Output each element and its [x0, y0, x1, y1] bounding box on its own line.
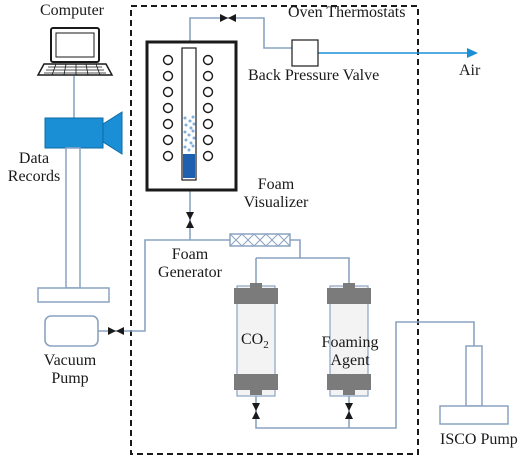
oven-thermostats-label: Oven Thermostats [288, 4, 406, 21]
co2-subscript: 2 [263, 339, 269, 352]
valve-co2 [252, 403, 260, 411]
vacuum-pump-line2: Pump [51, 370, 89, 387]
co2-cylinder [234, 283, 278, 397]
foaming-agent-line1: Foaming [321, 334, 379, 351]
computer-label: Computer [40, 2, 104, 19]
foam-visualizer [145, 40, 238, 192]
back-pressure-valve-label: Back Pressure Valve [248, 67, 380, 84]
air-label: Air [459, 62, 481, 79]
pipe-co2-bottom [255, 396, 349, 429]
oven-thermostat-boundary [130, 5, 419, 455]
foam-generator-line1: Foam [171, 246, 209, 263]
foam-generator-label: Foam Generator [150, 246, 230, 282]
valve-visualizer-bottom [186, 212, 194, 220]
co2-main: CO [241, 331, 264, 348]
foam-generator [229, 233, 291, 247]
computer-laptop [36, 27, 114, 76]
pipe-generator-to-agent [290, 239, 350, 286]
isco-pump-label: ISCO Pump [440, 431, 518, 448]
foam-visualizer-label: Foam Visualizer [236, 176, 316, 212]
data-records-label: Data Records [4, 150, 64, 186]
data-records-line2: Records [7, 168, 61, 185]
vacuum-pump-label: Vacuum Pump [30, 352, 110, 388]
valve-vacuum [108, 327, 116, 335]
back-pressure-valve-box [291, 39, 319, 67]
pipe-visualizer-to-bpv [189, 17, 292, 49]
pipelines [73, 17, 475, 429]
co2-label: CO2 [241, 331, 269, 354]
valve-top [220, 14, 228, 22]
isco-pump [439, 345, 509, 425]
pipe-to-isco [349, 321, 475, 429]
foam-visualizer-line1: Foam [257, 176, 295, 193]
foaming-agent-cylinder [327, 283, 371, 397]
data-recorder [37, 111, 123, 303]
foaming-agent-line2: Agent [330, 352, 370, 369]
foam-generator-line2: Generator [158, 264, 222, 281]
foam-visualizer-line2: Visualizer [243, 194, 309, 211]
foaming-agent-label: Foaming Agent [300, 334, 400, 370]
vacuum-pump-body [44, 315, 99, 347]
valve-agent [345, 403, 353, 411]
data-records-line1: Data [18, 150, 50, 167]
valves [108, 14, 353, 419]
air-outlet-arrow [318, 48, 478, 58]
vacuum-pump-line1: Vacuum [43, 352, 97, 369]
